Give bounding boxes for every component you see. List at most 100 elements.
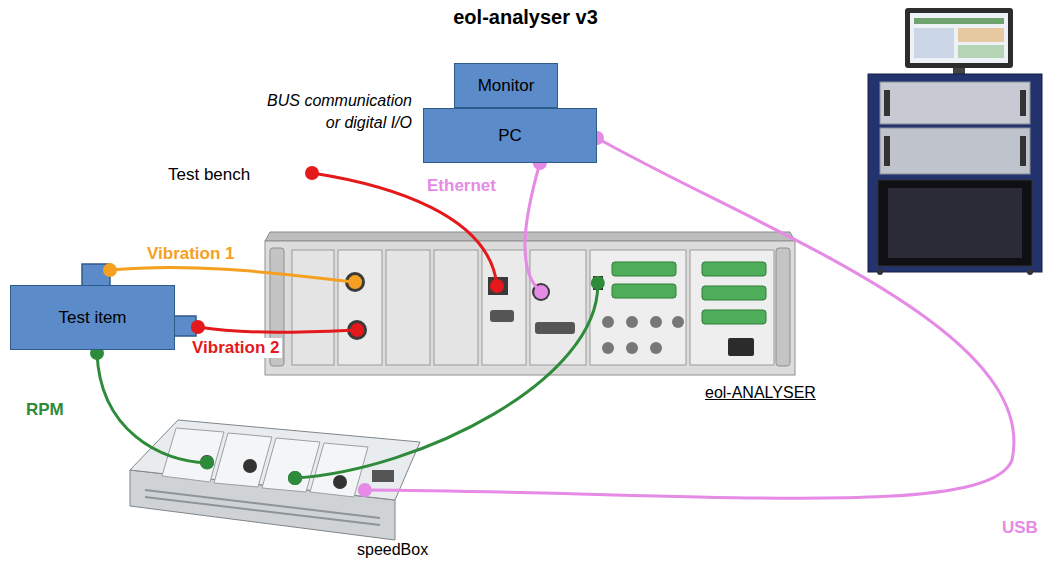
analyser-device-part (626, 316, 638, 328)
analyser-device-part (386, 250, 430, 365)
analyser-device-part (626, 342, 638, 354)
cable-connector (191, 320, 364, 337)
analyser-device-part (590, 250, 686, 365)
analyser-device-part (650, 316, 662, 328)
bench-label: Test bench (168, 164, 250, 187)
cable-connector (288, 276, 605, 485)
box-label: Monitor (478, 76, 535, 96)
speedbox-device-part (130, 420, 420, 500)
pc-box: PC (423, 108, 597, 163)
analyser-device-part (776, 248, 790, 366)
test-bench-wire (305, 166, 504, 293)
speedbox-device-part (372, 470, 394, 482)
cable-line (198, 327, 357, 332)
box-label: Test item (58, 308, 126, 328)
analyser-device-part (702, 310, 766, 324)
cable-plug (103, 263, 117, 277)
speedbox-device-part-part (145, 497, 380, 525)
device-label: speedBox (355, 541, 430, 559)
test-bench-wire-part (312, 173, 497, 286)
cable-label: Vibration 1 (145, 244, 237, 264)
rack-system-part (877, 269, 883, 275)
cable-label: USB (1000, 518, 1040, 538)
speedbox-device-part (288, 471, 302, 485)
cable-connector (525, 156, 548, 299)
speedbox-device-part (262, 438, 320, 492)
analyser-device-part (690, 250, 774, 365)
speedbox-device-part (200, 455, 214, 469)
rack-system-part (880, 82, 1030, 124)
cable-line (110, 268, 355, 283)
analyser-device-part (535, 322, 575, 334)
cable-connector (358, 131, 1014, 498)
cable-plug (358, 483, 372, 497)
cable-plug (288, 471, 302, 485)
rack-system-part (958, 45, 1004, 58)
analyser-device-part (265, 241, 795, 375)
cable-plug (191, 320, 205, 334)
analyser-device-part (612, 284, 676, 298)
speedbox-device-part (214, 433, 272, 487)
speedbox-unit: speedBox (130, 418, 420, 560)
cable-label: Vibration 2 (190, 338, 282, 358)
rack-system-part (1020, 90, 1026, 116)
analyser-device-part (292, 250, 334, 365)
monitor-box: Monitor (454, 63, 558, 108)
rack-system-part (868, 74, 1042, 272)
analyser-device-part (488, 277, 508, 295)
device-label: eol-ANALYSER (703, 384, 818, 402)
cable-plug (200, 456, 214, 470)
analyser-device (265, 232, 795, 375)
cable-connector (90, 346, 214, 470)
analyser-unit: eol-ANALYSER (265, 232, 795, 407)
speedbox-device (130, 420, 420, 540)
analyser-device-part (672, 316, 684, 328)
cable-line (97, 353, 207, 463)
rack-system-part (953, 68, 965, 74)
cable-label: Ethernet (425, 176, 498, 196)
analyser-device-part (728, 338, 754, 356)
cable-plug (348, 275, 362, 289)
analyser-device-part (702, 286, 766, 300)
rack-system-part (910, 13, 1008, 63)
rack-system-part (1027, 269, 1033, 275)
rack-system-part (905, 8, 1013, 68)
analyser-device-part (612, 262, 676, 276)
test-bench-wire-part (490, 279, 504, 293)
test-item-box: Test item (10, 285, 175, 350)
analyser-device-part (338, 250, 382, 365)
cable-label: RPM (24, 400, 66, 420)
speedbox-device-part (333, 475, 347, 489)
cable-line (365, 138, 1014, 498)
bus-note: BUS communication or digital I/O (255, 90, 412, 133)
cable-plug (534, 285, 548, 299)
analyser-device-part (434, 250, 478, 365)
analyser-device-part (602, 316, 614, 328)
analyser-device-part (490, 310, 514, 322)
rack-system (868, 8, 1042, 275)
rack-system-part (958, 28, 1004, 42)
analyser-device-part (650, 342, 662, 354)
analyser-device-part (602, 342, 614, 354)
rack-system-part (878, 180, 1032, 266)
analyser-device-part (702, 262, 766, 276)
analyser-device-part (482, 250, 526, 365)
cable-plug (350, 323, 364, 337)
test-bench-wire-part (305, 166, 319, 180)
rack-system-part (914, 18, 1004, 24)
cable-plug (591, 276, 605, 290)
cable-line (525, 163, 541, 292)
speedbox-device-part (243, 459, 257, 473)
rack-system-part (880, 128, 1030, 174)
diagram-title: eol-analyser v3 (0, 6, 1051, 29)
analyser-device-part (265, 232, 795, 241)
box-label: PC (498, 126, 522, 146)
rack-system-part (884, 136, 890, 166)
cable-line (295, 283, 598, 478)
rack-system-part (914, 28, 954, 58)
rack-system-part (884, 90, 890, 116)
rack-system-part (888, 188, 1022, 258)
rack-system-part (1020, 136, 1026, 166)
analyser-device-part (530, 250, 586, 365)
